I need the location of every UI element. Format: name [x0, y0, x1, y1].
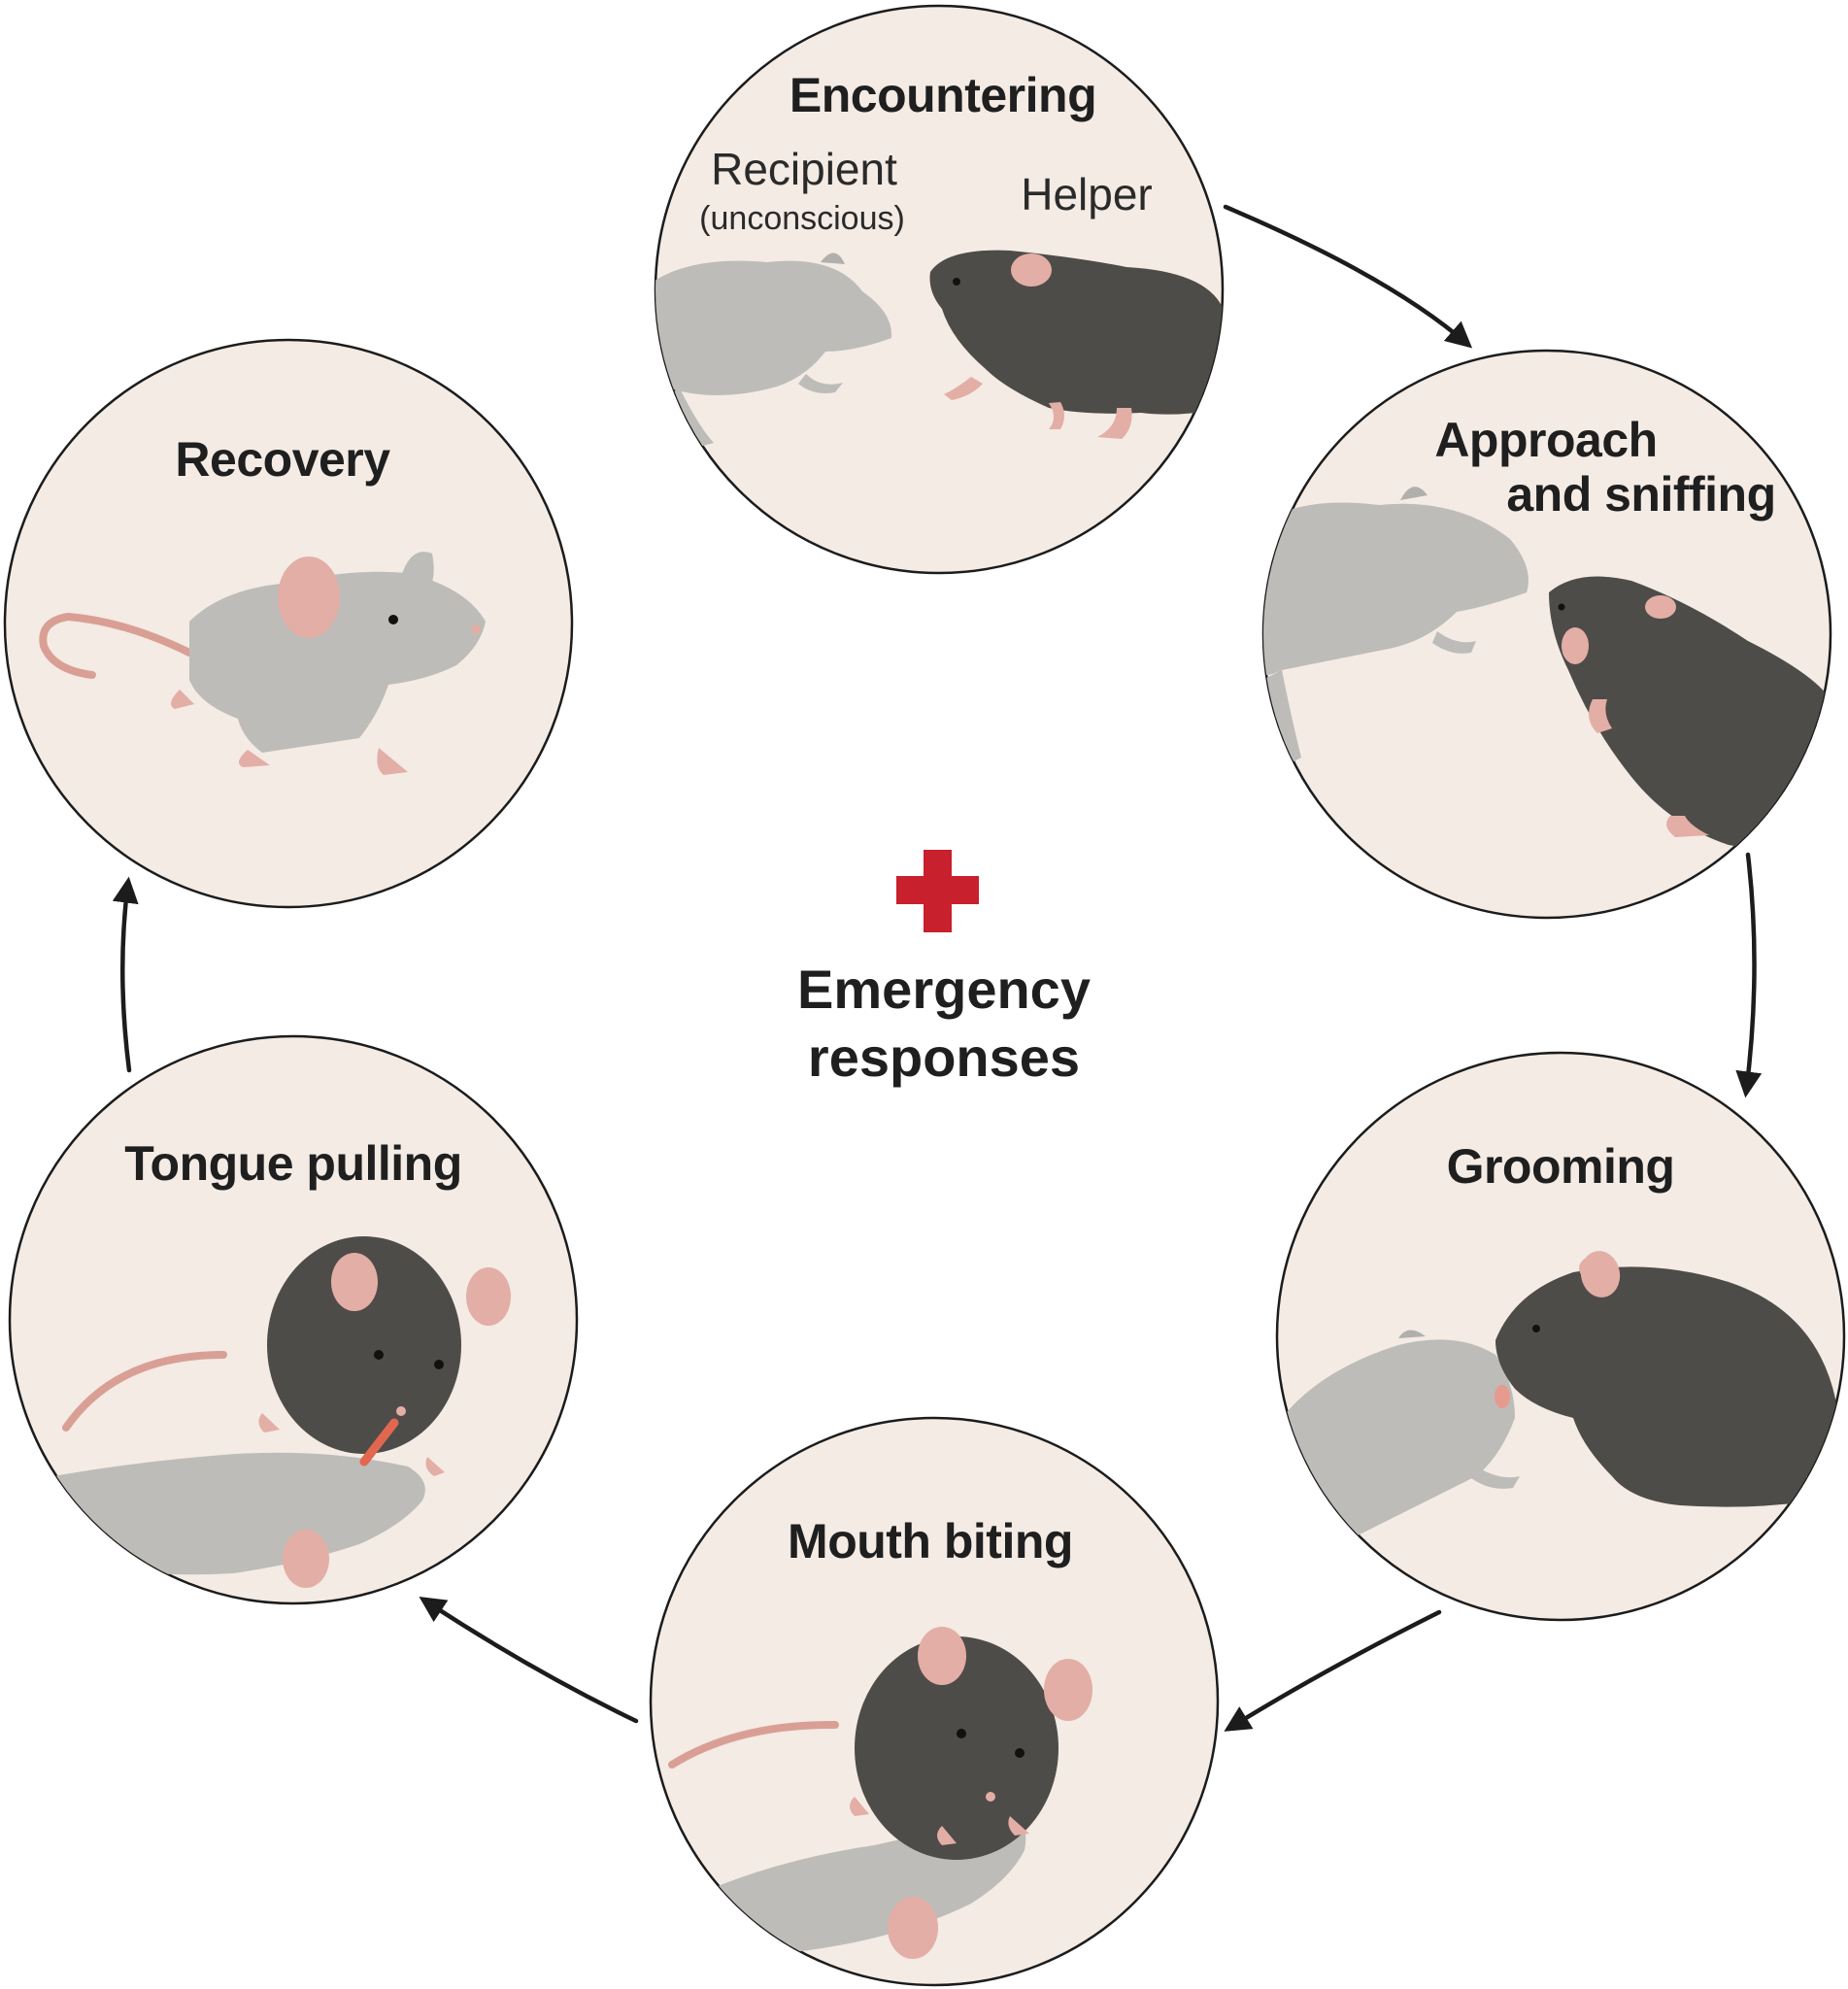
stage-title: Recovery — [175, 432, 390, 487]
center-title-line1: Emergency — [797, 959, 1091, 1020]
arrow-encountering-to-approach — [1223, 204, 1473, 349]
recipient-mouse-illustration — [1263, 487, 1529, 767]
helper-mouse-illustration — [668, 1627, 1092, 1860]
red-cross-icon — [896, 850, 979, 932]
arrow-tongue-pulling-to-recovery — [112, 876, 139, 1073]
stage-title-line2: and sniffing — [1506, 467, 1775, 522]
arrow-mouth-biting-to-tongue-pulling — [419, 1597, 639, 1724]
recovered-mouse-illustration — [39, 552, 486, 775]
stage-title: Grooming — [1447, 1139, 1675, 1194]
stage-approach-and-sniffing: Approach and sniffing — [1261, 349, 1832, 920]
arrow-approach-to-grooming — [1735, 852, 1763, 1098]
recipient-mouse-illustration — [53, 1452, 425, 1588]
stage-title-line1: Approach — [1434, 413, 1657, 467]
stage-title: Tongue pulling — [124, 1136, 462, 1191]
recipient-sublabel: (unconscious) — [699, 200, 905, 237]
arrow-grooming-to-mouth-biting — [1224, 1609, 1442, 1732]
stage-encountering: Encountering Recipient (unconscious) Hel… — [654, 4, 1225, 575]
recipient-label: Recipient — [711, 144, 897, 194]
center-title-line2: responses — [808, 1027, 1080, 1088]
helper-label: Helper — [1021, 169, 1153, 219]
helper-mouse-illustration — [1549, 576, 1831, 849]
helper-mouse-illustration — [62, 1236, 511, 1476]
stage-recovery: Recovery — [3, 338, 574, 909]
helper-mouse-illustration — [929, 250, 1223, 439]
stage-grooming: Grooming — [1275, 1051, 1846, 1622]
stage-mouth-biting: Mouth biting — [649, 1416, 1220, 1987]
helper-mouse-illustration — [1495, 1251, 1838, 1507]
stage-title: Encountering — [790, 68, 1096, 122]
recipient-mouse-illustration — [655, 253, 892, 447]
stage-tongue-pulling: Tongue pulling — [8, 1034, 579, 1605]
stage-title: Mouth biting — [788, 1514, 1073, 1568]
emergency-center: Emergency responses — [797, 850, 1091, 1088]
